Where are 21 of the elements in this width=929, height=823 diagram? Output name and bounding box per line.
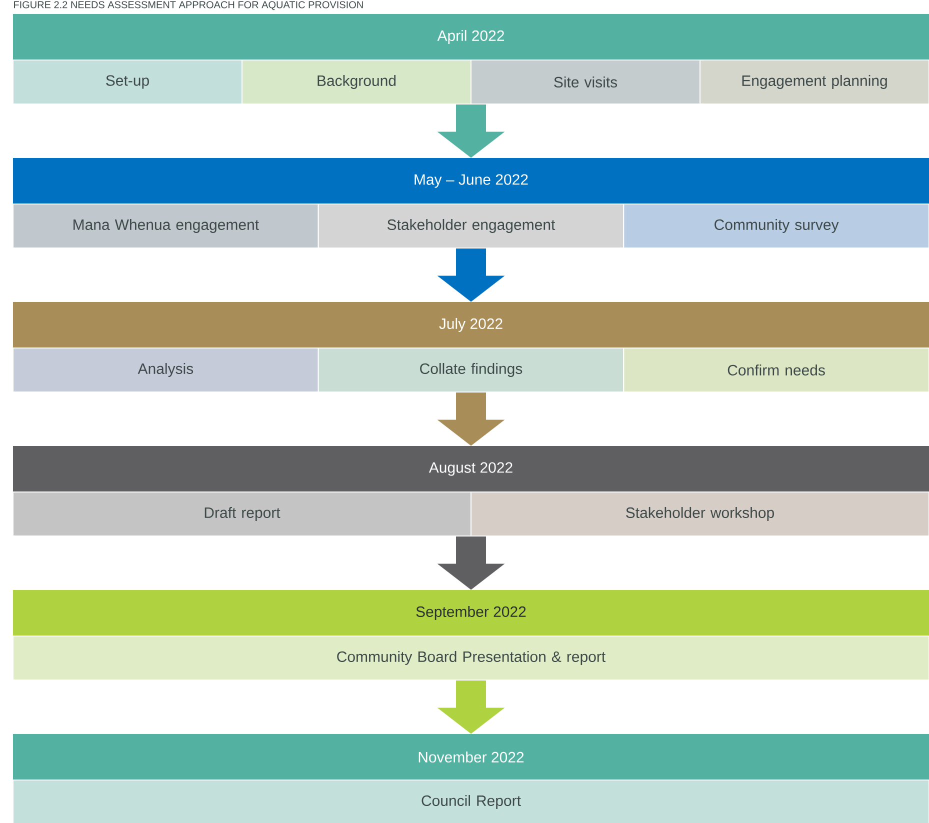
month-band: April 2022 xyxy=(13,14,929,60)
task-cell: Analysis xyxy=(12,348,319,392)
task-cell: Council Report xyxy=(12,780,929,823)
task-cell: Engagement planning xyxy=(700,60,929,104)
month-band: November 2022 xyxy=(13,734,929,780)
task-cell: Stakeholder workshop xyxy=(470,492,929,536)
month-band: July 2022 xyxy=(13,302,929,348)
task-cell: Community Board Presentation & report xyxy=(12,636,929,680)
month-band: August 2022 xyxy=(13,446,929,492)
task-cell: Set-up xyxy=(12,60,242,104)
task-cell: Site visits xyxy=(470,60,700,104)
month-band: September 2022 xyxy=(13,590,929,636)
task-cell: Draft report xyxy=(12,492,472,536)
month-band: May – June 2022 xyxy=(13,158,929,204)
task-cell: Stakeholder engagement xyxy=(318,204,624,248)
task-cell: Background xyxy=(242,60,472,104)
task-cell: Community survey xyxy=(623,204,929,248)
task-cell: Confirm needs xyxy=(623,348,929,392)
task-cell: Mana Whenua engagement xyxy=(12,204,319,248)
task-cell: Collate findings xyxy=(318,348,624,392)
figure-title: FIGURE 2.2 NEEDS ASSESSMENT APPROACH FOR AQUATIC PROVISION xyxy=(14,1,363,10)
